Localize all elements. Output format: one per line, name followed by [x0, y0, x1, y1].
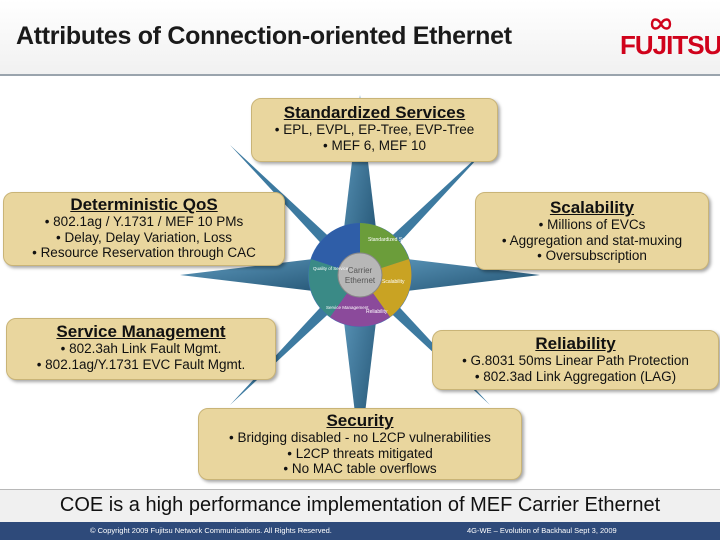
list-item: G.8031 50ms Linear Path Protection	[433, 353, 718, 369]
service-management-box: Service Management 802.3ah Link Fault Mg…	[6, 318, 276, 380]
list-item: 802.1ag / Y.1731 / MEF 10 PMs	[4, 214, 284, 230]
copyright-text: © Copyright 2009 Fujitsu Network Communi…	[90, 526, 332, 535]
item-list: EPL, EVPL, EP-Tree, EVP-Tree MEF 6, MEF …	[252, 122, 497, 153]
wheel-segment-qos: Quality of Service	[313, 266, 349, 271]
box-title: Service Management	[56, 322, 226, 341]
list-item: No MAC table overflows	[199, 461, 521, 477]
standardized-services-box: Standardized Services EPL, EVPL, EP-Tree…	[251, 98, 498, 162]
footer-bar	[0, 522, 720, 540]
list-item: EPL, EVPL, EP-Tree, EVP-Tree	[252, 122, 497, 138]
list-item: 802.1ag/Y.1731 EVC Fault Mgmt.	[7, 357, 275, 373]
header-divider	[0, 74, 720, 76]
item-list: 802.1ag / Y.1731 / MEF 10 PMs Delay, Del…	[4, 214, 284, 261]
item-list: Bridging disabled - no L2CP vulnerabilit…	[199, 430, 521, 477]
infinity-logo-icon	[650, 18, 672, 30]
wheel-segment-standardized: Standardized Services	[368, 237, 419, 243]
reliability-box: Reliability G.8031 50ms Linear Path Prot…	[432, 330, 719, 390]
list-item: MEF 6, MEF 10	[252, 138, 497, 154]
wheel	[308, 223, 412, 327]
list-item: Resource Reservation through CAC	[4, 245, 284, 261]
scalability-box: Scalability Millions of EVCs Aggregation…	[475, 192, 709, 270]
list-item: 802.3ad Link Aggregation (LAG)	[433, 369, 718, 385]
logo-wordmark: FUJITSU	[620, 30, 720, 60]
wheel-segment-scalability: Scalability	[382, 279, 405, 285]
list-item: Bridging disabled - no L2CP vulnerabilit…	[199, 430, 521, 446]
list-item: Aggregation and stat-muxing	[476, 233, 708, 249]
wheel-segment-service-mgmt: Service Management	[326, 305, 369, 310]
box-title: Reliability	[535, 334, 616, 353]
item-list: 802.3ah Link Fault Mgmt. 802.1ag/Y.1731 …	[7, 341, 275, 372]
list-item: 802.3ah Link Fault Mgmt.	[7, 341, 275, 357]
wheel-center-line-1: Carrier	[348, 266, 373, 275]
list-item: Millions of EVCs	[476, 217, 708, 233]
event-text: 4G-WE – Evolution of Backhaul Sept 3, 20…	[467, 526, 617, 535]
compass-star-graphic: Standardized Services Scalability Reliab…	[180, 95, 540, 455]
box-title: Security	[326, 411, 394, 430]
list-item: Oversubscription	[476, 248, 708, 264]
wheel-center-line-2: Ethernet	[345, 276, 376, 285]
list-item: Delay, Delay Variation, Loss	[4, 230, 284, 246]
tagline: COE is a high performance implementation…	[59, 494, 661, 516]
header-band	[0, 0, 720, 74]
security-box: Security Bridging disabled - no L2CP vul…	[198, 408, 522, 480]
box-title: Deterministic QoS	[70, 195, 218, 214]
fujitsu-logo: FUJITSU	[620, 14, 720, 62]
wheel-segment-reliability: Reliability	[366, 309, 388, 315]
item-list: G.8031 50ms Linear Path Protection 802.3…	[433, 353, 718, 384]
box-title: Scalability	[549, 198, 635, 217]
slide-title: Attributes of Connection-oriented Ethern…	[16, 22, 512, 50]
list-item: L2CP threats mitigated	[199, 446, 521, 462]
box-title: Standardized Services	[283, 103, 466, 122]
deterministic-qos-box: Deterministic QoS 802.1ag / Y.1731 / MEF…	[3, 192, 285, 266]
tagline-band	[0, 490, 720, 522]
item-list: Millions of EVCs Aggregation and stat-mu…	[476, 217, 708, 264]
